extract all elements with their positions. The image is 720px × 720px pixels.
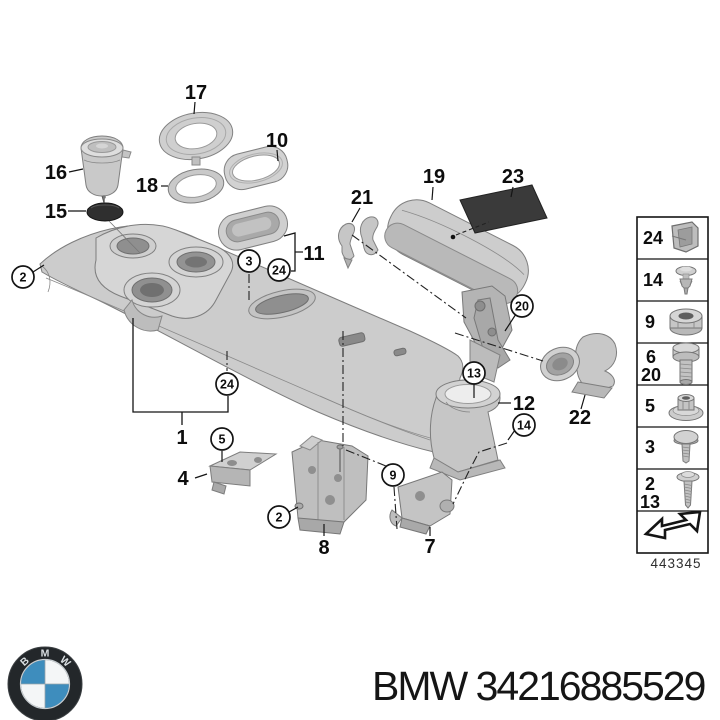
rear-console-cupholder-part-12: [429, 379, 506, 481]
hex-nut-icon: [669, 308, 703, 336]
svg-text:5: 5: [645, 396, 655, 416]
circled-callout-13: [462, 361, 486, 385]
svg-text:3: 3: [645, 437, 655, 457]
direction-arrow-icon: [643, 510, 702, 540]
armrest-part-19: [384, 199, 529, 305]
drawing-number: 443345: [650, 556, 701, 571]
trim-ring-part-18: [167, 168, 225, 204]
legend-row-14: 14: [643, 266, 697, 295]
callout-10: 10: [266, 130, 288, 152]
pan-head-screw-icon: [673, 430, 699, 464]
callout-15: 15: [45, 201, 67, 223]
footer: B M W BMW 34216885529: [7, 646, 707, 720]
legend-row-2-13: 2 13: [640, 471, 700, 512]
carrier-bracket-part-8: [291, 435, 369, 535]
svg-text:9: 9: [645, 312, 655, 332]
callout-16: 16: [45, 162, 67, 184]
trim-ring-part-17: [158, 111, 234, 161]
svg-text:24: 24: [272, 264, 286, 278]
svg-text:20: 20: [641, 365, 661, 385]
console-slot: [338, 332, 366, 347]
callout-21: 21: [351, 187, 373, 209]
callout-18: 18: [136, 175, 158, 197]
trim-plate-part-10: [223, 145, 289, 191]
circled-callouts: 2 3 24 24 5 2 9 13 14 20: [11, 249, 536, 529]
svg-text:13: 13: [467, 367, 481, 381]
legend-row-arrow: [643, 510, 702, 540]
callout-19: 19: [423, 166, 445, 188]
support-bracket-part-4: [208, 451, 278, 495]
circled-callout-24-top: [267, 258, 291, 282]
circled-callout-3: [237, 249, 261, 273]
expanding-rivet-icon: [675, 266, 697, 295]
tapping-screw-icon: [676, 471, 700, 509]
svg-text:14: 14: [643, 270, 663, 290]
legend-row-24: 24: [643, 221, 699, 253]
svg-text:2: 2: [276, 511, 283, 525]
legend-row-5: 5: [645, 394, 704, 421]
fastener-legend-table: 24 14 9: [636, 216, 709, 571]
callout-4: 4: [177, 468, 189, 490]
svg-text:13: 13: [640, 492, 660, 512]
legend-row-3: 3: [645, 430, 699, 464]
svg-text:5: 5: [219, 433, 226, 447]
circled-callout-14: [512, 413, 536, 437]
circled-callout-9: [381, 463, 405, 487]
svg-text:3: 3: [246, 255, 253, 269]
circled-callout-2-front: [11, 265, 35, 289]
bracket-clip-part-21: [338, 216, 379, 270]
rubber-disc-part-15: [86, 195, 124, 222]
armrest-pad-part-23: [459, 184, 548, 234]
legend-row-9: 9: [645, 308, 703, 336]
rear-trim-part-22: [540, 333, 618, 399]
svg-text:6: 6: [646, 347, 656, 367]
bmw-logo: B M W: [7, 646, 83, 720]
leader-lines: [32, 101, 586, 536]
callout-17: 17: [185, 82, 207, 104]
center-console-body: [39, 223, 464, 453]
svg-text:24: 24: [643, 228, 663, 248]
callout-7: 7: [424, 536, 435, 558]
callout-12: 12: [513, 393, 535, 415]
hex-bolt-icon: [672, 342, 700, 385]
svg-text:2: 2: [645, 474, 655, 494]
legend-row-6-20: 6 20: [641, 342, 700, 385]
callout-23: 23: [502, 166, 524, 188]
callout-11: 11: [303, 243, 324, 265]
armrest-surface-dot: [450, 234, 456, 240]
armrest-hinge-bracket: [461, 285, 513, 383]
svg-text:20: 20: [515, 300, 529, 314]
storage-tray-part-11: [218, 205, 288, 251]
svg-text:24: 24: [220, 378, 234, 392]
circled-callout-24-mid: [215, 372, 239, 396]
callout-8: 8: [318, 537, 329, 559]
svg-text:M: M: [41, 648, 50, 660]
callout-1: 1: [176, 427, 187, 449]
svg-text:14: 14: [517, 419, 531, 433]
flange-nut-icon: [668, 394, 704, 421]
circled-callout-2-bottom: [267, 505, 291, 529]
support-bracket-part-7: [389, 471, 455, 535]
callout-22: 22: [569, 407, 591, 429]
console-oval-recess: [248, 288, 316, 320]
svg-text:9: 9: [390, 469, 397, 483]
cup-insert-part-16: [80, 135, 132, 197]
circled-callout-5: [210, 427, 234, 451]
retaining-clip-icon: [671, 221, 699, 253]
plain-callouts: 17 10 16 18 15 21 19 23 11 1 4 8 7 12 22: [45, 82, 591, 559]
svg-text:2: 2: [20, 271, 27, 285]
part-number-text: BMW 34216885529: [372, 663, 705, 709]
circled-callout-20: [510, 294, 534, 318]
